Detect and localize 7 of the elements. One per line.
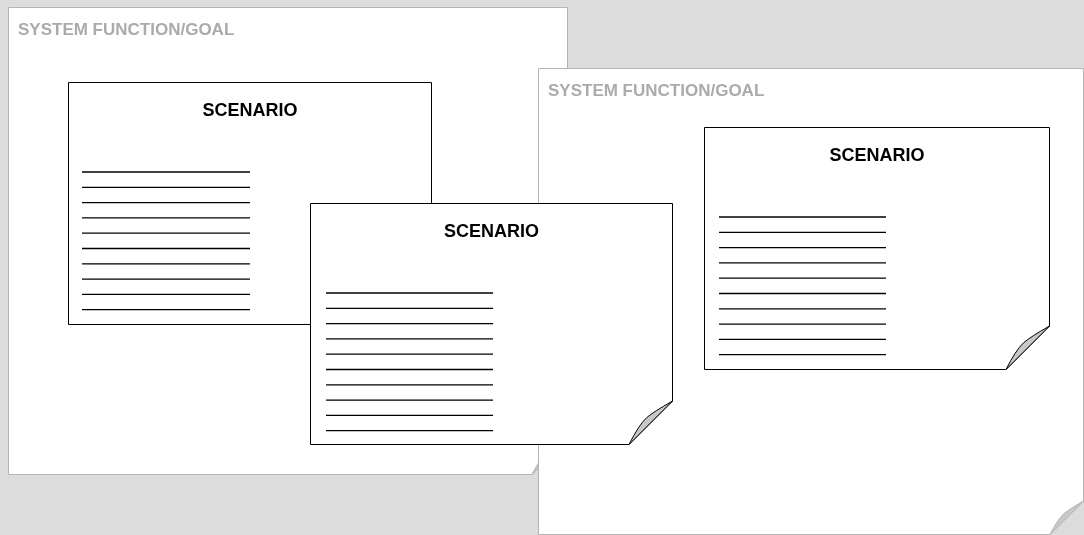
card-title: SCENARIO [201, 100, 299, 121]
scenario-card [704, 127, 1050, 370]
card-title: SCENARIO [443, 221, 540, 242]
scenario-card [310, 203, 673, 445]
page-title: SYSTEM FUNCTION/GOAL [548, 81, 765, 101]
page-title: SYSTEM FUNCTION/GOAL [18, 20, 235, 40]
card-title: SCENARIO [828, 145, 926, 166]
